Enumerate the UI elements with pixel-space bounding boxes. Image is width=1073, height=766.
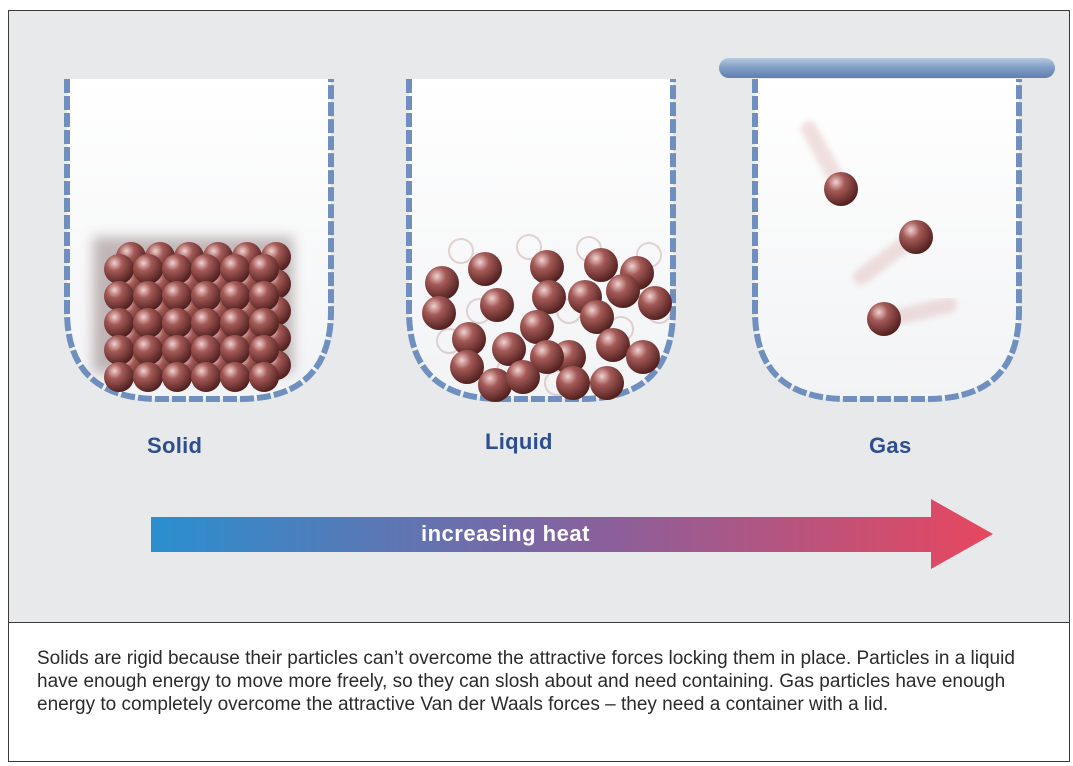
solid-particle bbox=[220, 308, 250, 338]
illustration-panel: Solid Liquid Gas increasing heat bbox=[9, 11, 1069, 623]
liquid-particle bbox=[425, 266, 459, 300]
solid-particle bbox=[191, 335, 221, 365]
liquid-particle bbox=[468, 252, 502, 286]
liquid-particle bbox=[480, 288, 514, 322]
liquid-particle bbox=[638, 286, 672, 320]
solid-particle bbox=[191, 362, 221, 392]
solid-particle bbox=[249, 254, 279, 284]
solid-particle bbox=[191, 281, 221, 311]
solid-particle bbox=[133, 254, 163, 284]
solid-particle bbox=[133, 281, 163, 311]
gas-label: Gas bbox=[869, 433, 911, 459]
solid-particle bbox=[162, 254, 192, 284]
diagram-frame: Solid Liquid Gas increasing heat Solids … bbox=[8, 10, 1070, 762]
solid-particle bbox=[191, 254, 221, 284]
gas-particle bbox=[899, 220, 933, 254]
liquid-particle bbox=[584, 248, 618, 282]
gas-container bbox=[755, 79, 1019, 399]
solid-particle bbox=[104, 362, 134, 392]
solid-particle bbox=[249, 335, 279, 365]
solid-particles bbox=[93, 237, 293, 392]
solid-particle bbox=[133, 308, 163, 338]
solid-particle bbox=[249, 308, 279, 338]
solid-particle bbox=[191, 308, 221, 338]
solid-particle bbox=[104, 308, 134, 338]
solid-particle bbox=[220, 254, 250, 284]
solid-particle bbox=[133, 335, 163, 365]
liquid-particle bbox=[422, 296, 456, 330]
solid-particle bbox=[104, 281, 134, 311]
gas-particle bbox=[867, 302, 901, 336]
solid-label: Solid bbox=[147, 433, 202, 459]
liquid-particle bbox=[506, 360, 540, 394]
liquid-label: Liquid bbox=[485, 429, 553, 455]
solid-particle bbox=[104, 335, 134, 365]
solid-particle bbox=[249, 362, 279, 392]
liquid-particle bbox=[556, 366, 590, 400]
liquid-particle bbox=[590, 366, 624, 400]
liquid-particle bbox=[626, 340, 660, 374]
solid-particle bbox=[162, 281, 192, 311]
solid-particle bbox=[220, 362, 250, 392]
liquid-particle bbox=[596, 328, 630, 362]
solid-particle bbox=[249, 281, 279, 311]
liquid-particle bbox=[520, 310, 554, 344]
gas-container-lid bbox=[719, 58, 1055, 78]
liquid-particle bbox=[532, 280, 566, 314]
solid-particle bbox=[220, 281, 250, 311]
increasing-heat-label: increasing heat bbox=[421, 521, 590, 547]
solid-particle bbox=[220, 335, 250, 365]
gas-particle bbox=[824, 172, 858, 206]
solid-particle bbox=[162, 308, 192, 338]
liquid-particle bbox=[450, 350, 484, 384]
caption-text: Solids are rigid because their particles… bbox=[37, 647, 1037, 716]
liquid-particle bbox=[606, 274, 640, 308]
solid-particle bbox=[133, 362, 163, 392]
solid-particle bbox=[162, 362, 192, 392]
liquid-particle bbox=[530, 250, 564, 284]
solid-particle bbox=[104, 254, 134, 284]
solid-particle bbox=[162, 335, 192, 365]
